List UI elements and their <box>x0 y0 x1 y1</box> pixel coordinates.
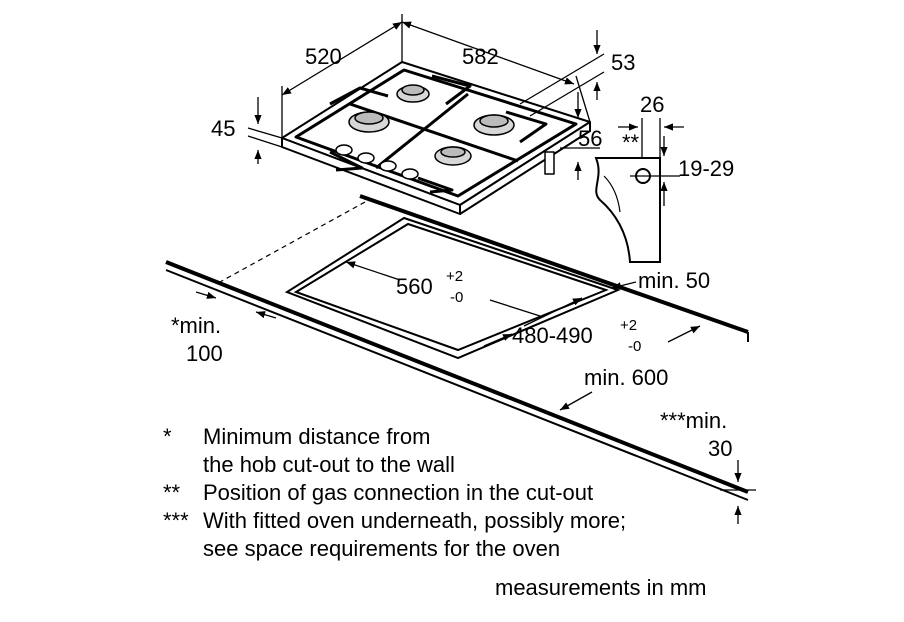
footnote-line: Position of gas connection in the cut-ou… <box>203 480 594 505</box>
dim-cutout-width: 560 <box>396 274 433 299</box>
wall-guide-dashed <box>219 201 366 283</box>
footnote-mark: * <box>163 424 172 449</box>
cutout-depth-value: 480-490 <box>512 323 593 348</box>
knob <box>379 160 397 172</box>
footnote-oven: *** With fitted oven underneath, possibl… <box>163 507 626 563</box>
footnote-wall-distance: * Minimum distance from the hob cut-out … <box>163 423 626 479</box>
dim-gas-height: 19-29 <box>678 156 734 181</box>
dim-hob-width: 520 <box>305 44 342 69</box>
footnote-line: Minimum distance from <box>203 424 431 449</box>
knob <box>401 168 419 180</box>
dim-min-front: min. 50 <box>638 268 710 293</box>
dim-min-wall-2: 100 <box>186 341 223 366</box>
burners <box>348 84 515 166</box>
dim-hob-offset-side: 56 <box>578 126 602 151</box>
dimension-lines <box>195 14 756 524</box>
cutout-depth-tol-minus: -0 <box>628 338 641 355</box>
knob <box>335 144 353 156</box>
footnote-line: With fitted oven underneath, possibly mo… <box>203 508 627 533</box>
footnotes: * Minimum distance from the hob cut-out … <box>163 423 626 563</box>
gas-marker: ** <box>622 130 640 155</box>
cutout-width-tol-minus: -0 <box>450 289 463 306</box>
worktop <box>165 194 749 501</box>
footnote-line: see space requirements for the oven <box>203 536 561 561</box>
footnote-mark: *** <box>163 508 189 533</box>
cutout <box>284 216 621 360</box>
footnote-gas-position: ** Position of gas connection in the cut… <box>163 479 626 507</box>
gas-connection-section <box>594 157 680 263</box>
dim-min-depth: min. 600 <box>584 365 668 390</box>
units-caption: measurements in mm <box>495 575 707 600</box>
worktop-back-edge <box>359 194 749 334</box>
hob-side-edge <box>459 121 591 215</box>
dim-hob-depth: 582 <box>462 44 499 69</box>
dim-cutout-depth: 480-490 <box>512 323 593 348</box>
hob <box>281 61 591 215</box>
gas-connector <box>544 151 555 175</box>
dim-min-oven-1: ***min. <box>660 408 727 433</box>
dim-min-oven-2: 30 <box>708 436 732 461</box>
footnote-mark: ** <box>163 480 181 505</box>
knob <box>357 152 375 164</box>
control-knobs <box>335 144 419 180</box>
worktop-front-edge <box>165 260 749 494</box>
cutout-depth-tol-plus: +2 <box>620 317 637 334</box>
dim-gas-distance: 26 <box>640 92 664 117</box>
cutout-width-value: 560 <box>396 274 433 299</box>
dim-hob-thickness: 45 <box>211 116 235 141</box>
dim-min-wall-1: *min. <box>171 313 221 338</box>
dim-hob-offset-back: 53 <box>611 50 635 75</box>
cutout-width-tol-plus: +2 <box>446 268 463 285</box>
footnote-line: the hob cut-out to the wall <box>203 452 455 477</box>
